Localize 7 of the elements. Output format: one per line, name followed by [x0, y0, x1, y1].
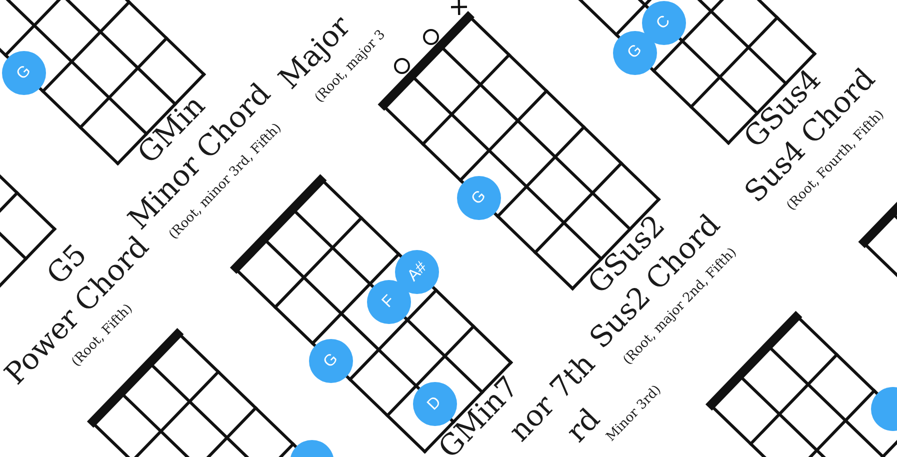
note-dot: G: [2, 51, 46, 96]
note-dot: C: [642, 0, 686, 45]
note-dot: G: [309, 339, 354, 384]
chord-type: rd: [562, 404, 606, 448]
note-dot: G: [457, 176, 502, 220]
note-dot: G: [612, 30, 657, 75]
note-dot: A#: [395, 250, 440, 294]
